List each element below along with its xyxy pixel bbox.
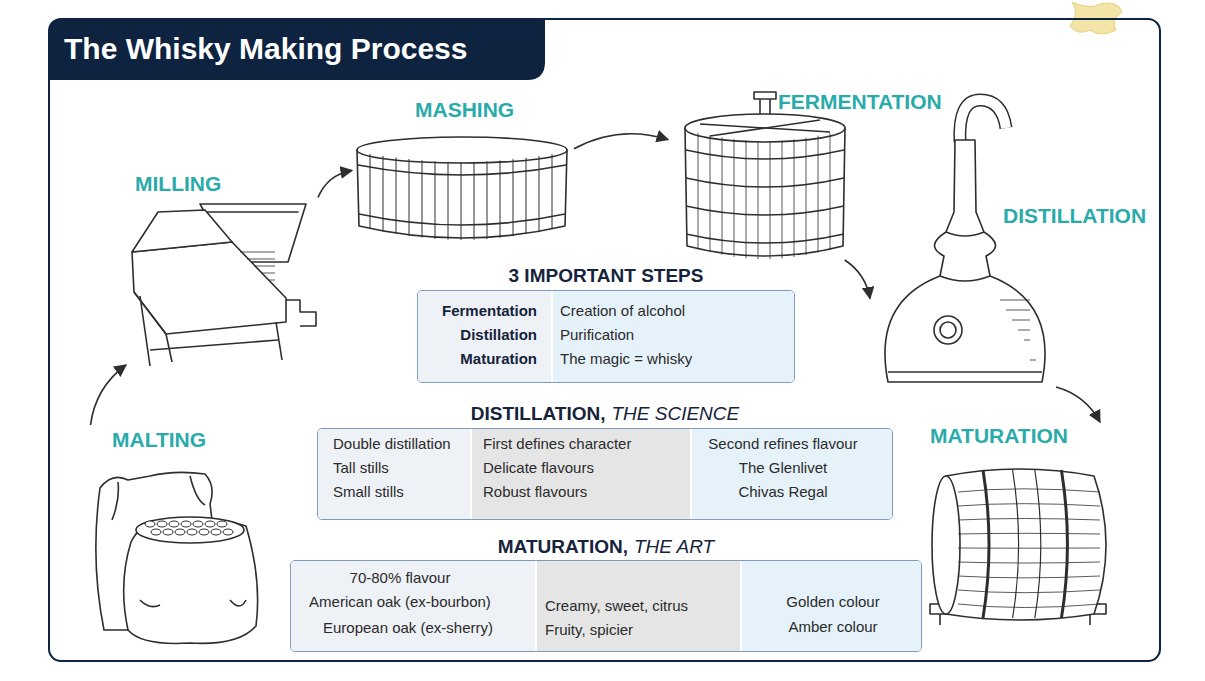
table-heading: DISTILLATION, THE SCIENCE [317, 400, 893, 428]
table-cell: 70-80% flavour [350, 569, 451, 587]
table-cell: Tall stills [333, 459, 389, 477]
heading-text: 3 IMPORTANT STEPS [509, 265, 704, 286]
process-stage: MILLING [118, 168, 318, 365]
flow-arrow [91, 365, 126, 425]
table-cell: Creation of alcohol [560, 302, 685, 320]
mash-tun [357, 137, 567, 240]
stage-label: MASHING [415, 98, 514, 122]
process-stage: FERMENTATION [668, 88, 953, 260]
table-cell: Fermentation [442, 302, 537, 320]
table-cell: Chivas Regal [738, 483, 827, 501]
process-stage: MALTING [85, 425, 270, 645]
pot-still [885, 100, 1045, 382]
column-divider [535, 561, 537, 651]
flow-arrow [318, 171, 352, 198]
heading-subtitle: THE ART [634, 536, 714, 557]
table-heading: 3 IMPORTANT STEPS [417, 262, 795, 290]
outer-frame [49, 19, 1160, 661]
table-cell: Fruity, spicier [545, 621, 633, 639]
column-divider [551, 291, 553, 382]
stage-label: DISTILLATION [1003, 204, 1146, 228]
table-cell: Golden colour [786, 593, 879, 611]
column-divider [740, 561, 742, 651]
table-cell: Delicate flavours [483, 459, 594, 477]
stage-label: MALTING [112, 428, 206, 452]
table-cell: Distillation [460, 326, 537, 344]
table-cell: First defines character [483, 435, 631, 453]
cask-barrel [930, 469, 1106, 625]
flow-arrow [845, 260, 870, 299]
table-cell: American oak (ex-bourbon) [309, 593, 491, 611]
table-cell: Maturation [460, 350, 537, 368]
flow-arrow [574, 134, 668, 149]
heading-text: MATURATION, [498, 536, 628, 557]
table-cell: Double distillation [333, 435, 451, 453]
table-cell: Purification [560, 326, 634, 344]
table-cell: European oak (ex-sherry) [323, 619, 493, 637]
diagram-title: The Whisky Making Process [64, 27, 467, 71]
table-cell: Robust flavours [483, 483, 587, 501]
title-bar [49, 19, 545, 80]
flow-arrow [1056, 387, 1100, 422]
grinder-mill [132, 204, 316, 366]
malt-sacks [96, 472, 258, 643]
table-cell: Second refines flavour [708, 435, 857, 453]
table-cell: The magic = whisky [560, 350, 692, 368]
column-divider [470, 429, 472, 519]
table-heading: MATURATION, THE ART [290, 534, 922, 560]
process-stage: MASHING [352, 98, 574, 243]
heading-text: DISTILLATION, [471, 403, 606, 424]
table-cell: The Glenlivet [739, 459, 827, 477]
heading-subtitle: THE SCIENCE [612, 403, 740, 424]
stage-label: MILLING [135, 172, 221, 196]
table-cell: Creamy, sweet, citrus [545, 597, 688, 615]
table-cell: Small stills [333, 483, 404, 501]
stage-label: FERMENTATION [778, 90, 942, 114]
process-stage: MATURATION [920, 422, 1120, 627]
stage-label: MATURATION [930, 424, 1068, 448]
table-cell: Amber colour [788, 618, 877, 636]
process-stage: DISTILLATION [870, 92, 1180, 387]
column-divider [690, 429, 692, 519]
washback [685, 92, 845, 259]
